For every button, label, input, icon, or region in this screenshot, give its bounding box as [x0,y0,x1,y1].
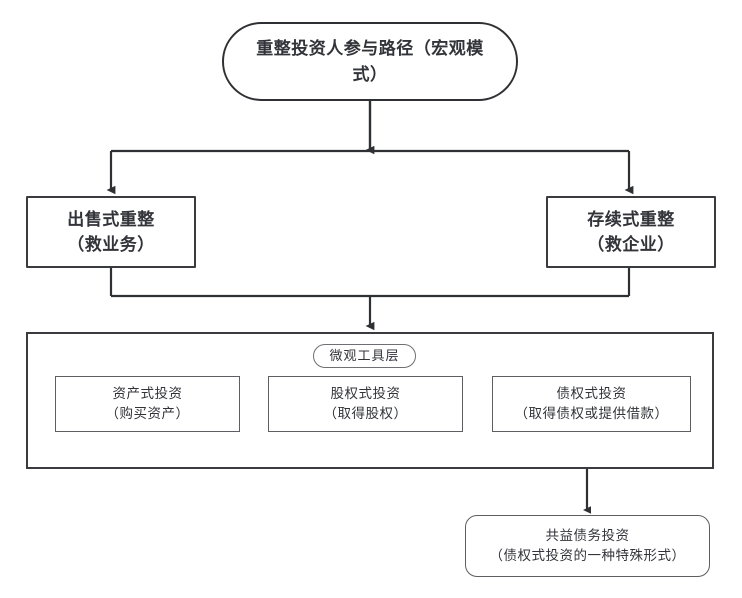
edge-split-bus [106,149,634,195]
node-equity-investment-label: 股权式投资 （取得股权） [323,385,408,421]
node-debt-investment-label: 债权式投资 （取得债权或提供借款） [514,385,669,421]
micro-tool-layer-badge: 微观工具层 [313,344,416,368]
node-asset-investment[interactable]: 资产式投资 （购买资产） [55,376,240,432]
node-sale-restructuring-label: 出售式重整 （救业务） [67,209,155,255]
node-going-concern-restructuring-label: 存续式重整 （救企业） [587,209,675,255]
node-going-concern-restructuring[interactable]: 存续式重整 （救企业） [546,196,716,268]
node-title-macro-path-label: 重整投资人参与路径（宏观模 式） [256,39,484,84]
node-debt-investment[interactable]: 债权式投资 （取得债权或提供借款） [492,376,691,432]
node-equity-investment[interactable]: 股权式投资 （取得股权） [268,376,463,432]
micro-tool-layer-badge-label: 微观工具层 [329,348,400,364]
edge-merge-bus [109,268,631,331]
node-joint-benefit-debt-investment-label: 共益债务投资 （债权式投资的一种特殊形式） [489,527,686,563]
node-sale-restructuring[interactable]: 出售式重整 （救业务） [26,196,196,268]
node-title-macro-path[interactable]: 重整投资人参与路径（宏观模 式） [222,22,518,101]
node-asset-investment-label: 资产式投资 （购买资产） [105,385,190,421]
node-joint-benefit-debt-investment[interactable]: 共益债务投资 （债权式投资的一种特殊形式） [465,515,710,577]
